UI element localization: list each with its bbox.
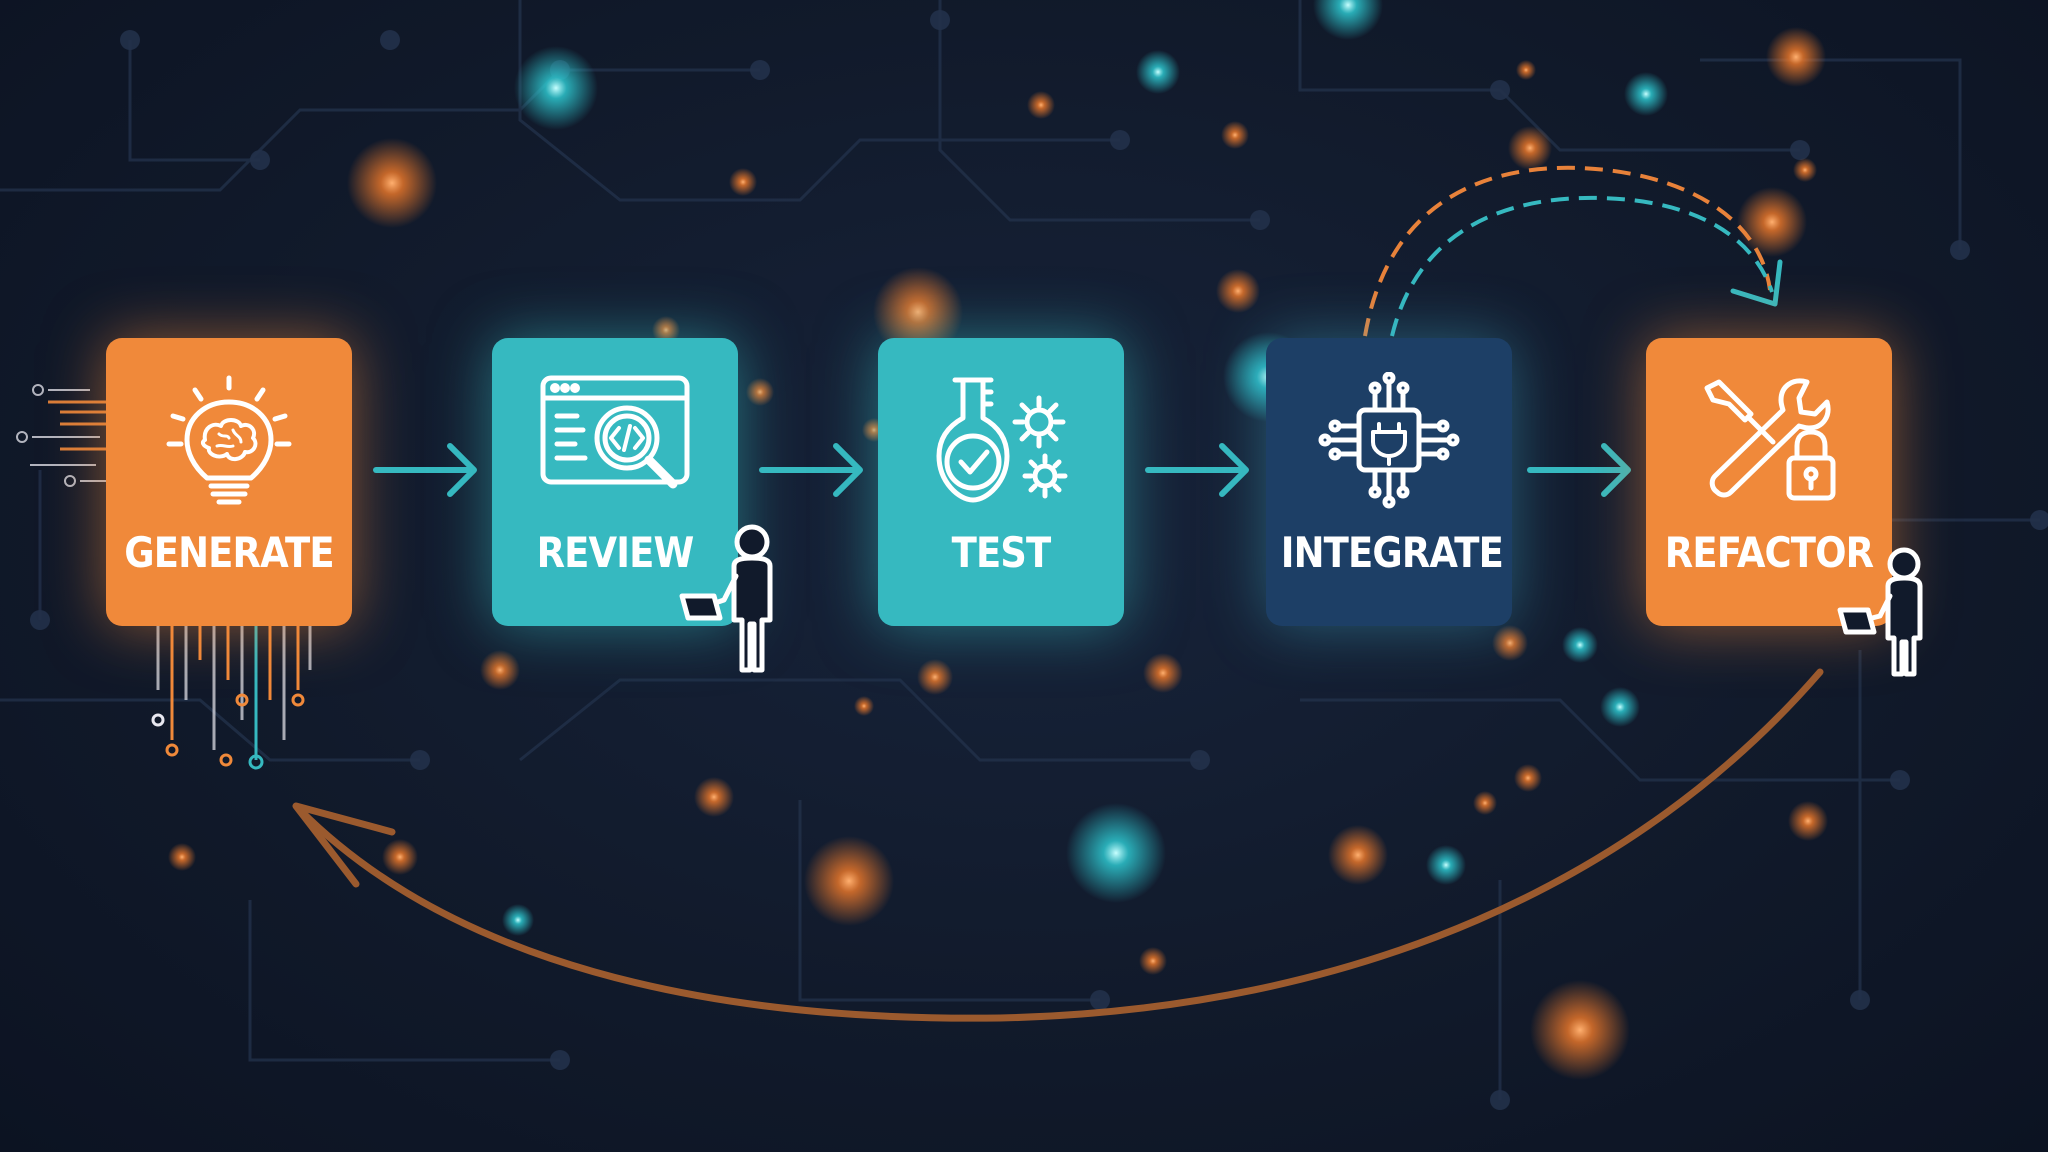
stage-label-review: REVIEW xyxy=(536,528,695,577)
stage-label-refactor: REFACTOR xyxy=(1664,528,1874,577)
skip-arc-orange xyxy=(1363,165,1772,337)
chip-plug-icon xyxy=(1318,372,1460,509)
code-drips-bottom xyxy=(151,626,312,770)
flow-arrow-4 xyxy=(1527,443,1631,497)
stage-test: TEST xyxy=(878,338,1124,626)
flow-arrow-1 xyxy=(373,443,477,497)
stage-review: REVIEW xyxy=(492,338,738,626)
flow-arrow-3 xyxy=(1145,443,1249,497)
stage-label-generate: GENERATE xyxy=(124,528,334,577)
lightbulb-brain-icon xyxy=(166,375,292,505)
human-refactorer-icon xyxy=(1837,547,1923,677)
stage-label-test: TEST xyxy=(951,528,1052,577)
human-reviewer-icon xyxy=(679,524,773,673)
stage-integrate: INTEGRATE xyxy=(1266,338,1512,626)
flow-arrow-2 xyxy=(759,443,863,497)
code-search-icon xyxy=(540,375,690,489)
skip-arc-arrowhead xyxy=(1730,259,1783,307)
feedback-loop-arrowhead xyxy=(292,802,396,888)
stage-label-integrate: INTEGRATE xyxy=(1280,528,1504,577)
flask-gears-icon xyxy=(936,377,1068,503)
stage-generate: GENERATE xyxy=(106,338,352,626)
feedback-loop-arrow xyxy=(296,668,1824,1022)
stage-refactor: REFACTOR xyxy=(1646,338,1892,626)
skip-arc-teal xyxy=(1390,195,1774,337)
wrench-lock-icon xyxy=(1704,378,1836,501)
